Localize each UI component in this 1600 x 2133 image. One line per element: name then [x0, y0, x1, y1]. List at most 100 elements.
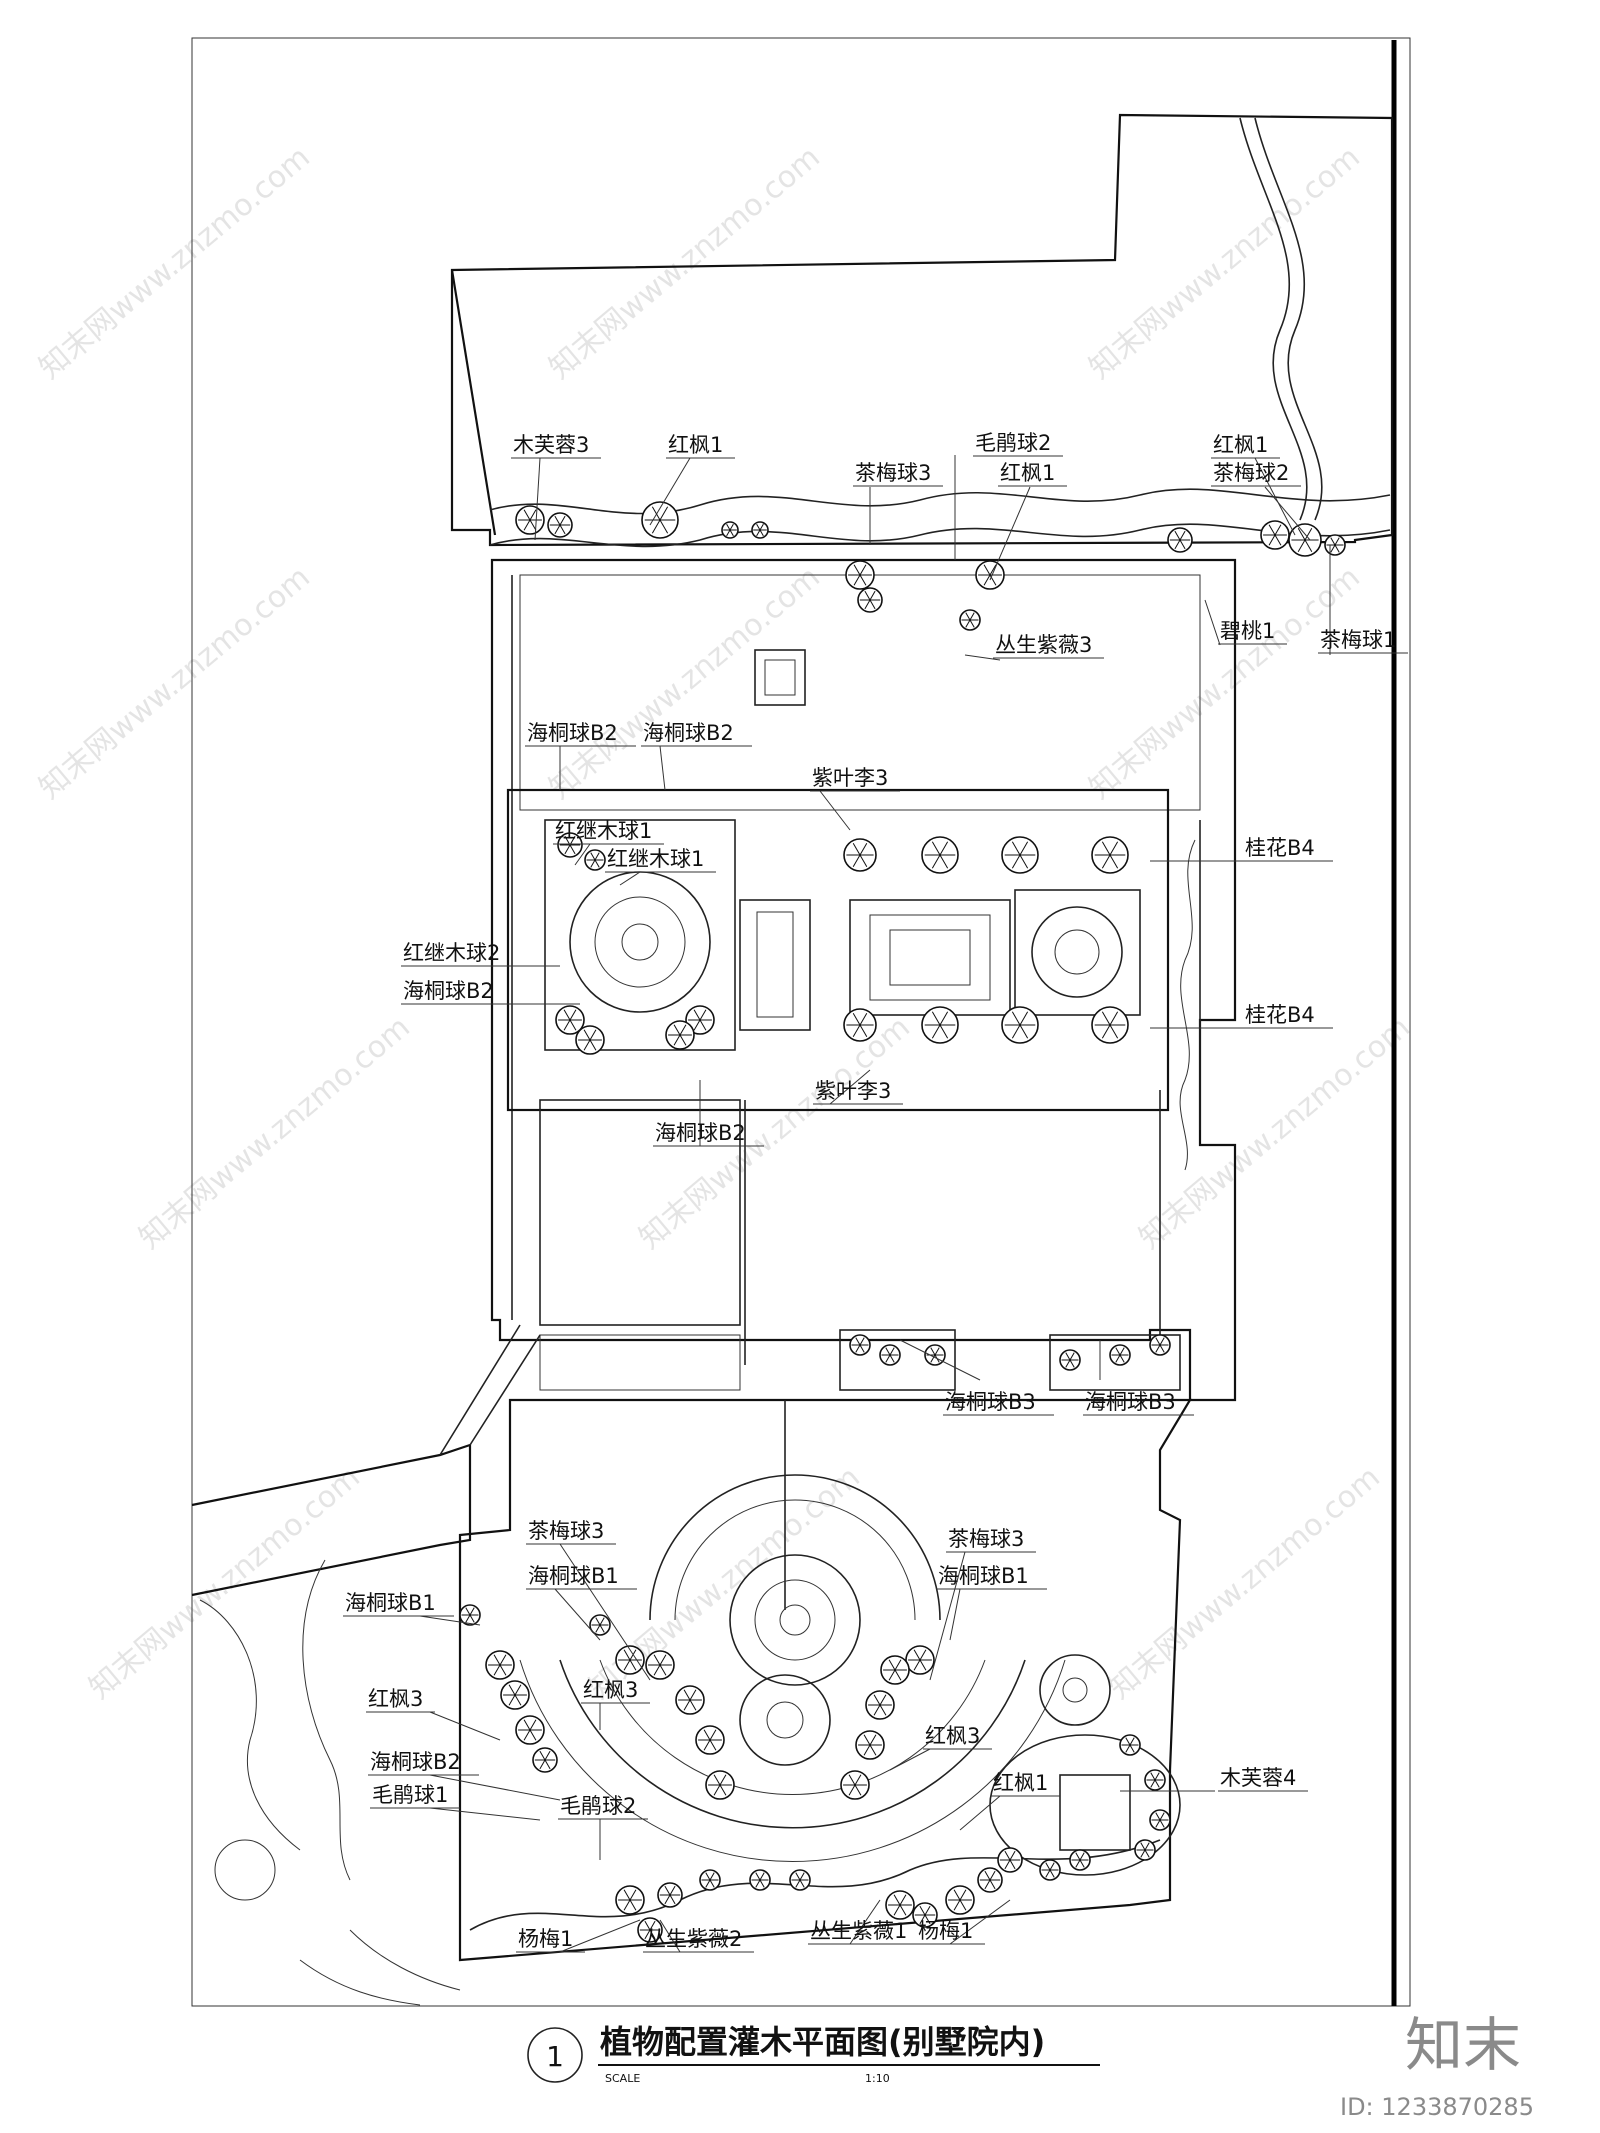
leader-line	[819, 790, 851, 831]
tree-symbol	[675, 1685, 705, 1715]
drawing-number: 1	[546, 2040, 564, 2073]
west-walkway	[439, 1324, 541, 1456]
scale-label: SCALE	[605, 2072, 640, 2085]
tree-symbol	[789, 1869, 811, 1891]
tree-symbol	[721, 521, 739, 539]
plant-label: 红枫1	[1213, 433, 1268, 457]
west-landscape-2	[199, 1599, 301, 1851]
tree-symbol	[1288, 523, 1322, 557]
west-fountain-inner	[621, 923, 659, 961]
plant-label: 红枫1	[668, 433, 723, 457]
tree-symbol	[975, 560, 1005, 590]
watermark-text: 知末网www.znzmo.com	[1103, 1460, 1387, 1706]
leader-line	[619, 871, 641, 886]
pavilion	[754, 649, 806, 706]
leader-line	[429, 1711, 501, 1741]
south-terrace-2	[539, 1334, 741, 1391]
gazebo	[1059, 1774, 1131, 1851]
leader-line	[429, 1774, 561, 1801]
south-wavy-border	[469, 1839, 1161, 1931]
tree-symbol	[555, 1005, 585, 1035]
west-garden	[544, 819, 736, 1051]
tree-symbol	[912, 1902, 938, 1928]
plant-label: 桂花B4	[1245, 836, 1315, 860]
planter-b3-left	[839, 1329, 956, 1391]
site-outline	[450, 113, 1394, 547]
reflecting-pool-frame	[739, 899, 811, 1031]
plant-label: 海桐球B1	[345, 1591, 436, 1615]
leader-line	[554, 1588, 601, 1641]
plant-label: 海桐球B3	[945, 1390, 1036, 1414]
leader-line	[1204, 599, 1221, 646]
tree-symbol	[515, 505, 545, 535]
leader-line	[964, 654, 1001, 661]
plaza-fountain-core	[779, 1604, 811, 1636]
plant-label: 海桐球B2	[643, 721, 734, 745]
tree-symbol	[905, 1645, 935, 1675]
leader-line	[1254, 457, 1296, 536]
tree-symbol	[843, 838, 877, 872]
tree-symbol	[879, 1344, 901, 1366]
south-garden-outline	[458, 1398, 1192, 1962]
east-wavy-bed	[1179, 839, 1196, 1171]
planter-b3-right	[1049, 1334, 1181, 1391]
leader-line	[419, 1615, 481, 1626]
plant-label: 杨梅1	[518, 1927, 573, 1951]
tree-symbol	[1324, 534, 1346, 556]
east-court	[1014, 889, 1141, 1016]
lower-fountain	[739, 1674, 831, 1766]
plant-label: 海桐球B2	[403, 979, 494, 1003]
tree-symbol	[584, 849, 606, 871]
tree-symbol	[637, 1917, 663, 1943]
leader-line	[949, 1588, 961, 1641]
tree-symbol	[657, 1882, 683, 1908]
leader-line	[899, 1339, 981, 1381]
plant-label: 红枫3	[925, 1724, 980, 1748]
tree-symbol	[880, 1655, 910, 1685]
plant-label: 茶梅球2	[1213, 461, 1289, 485]
leader-line	[949, 1899, 1011, 1945]
tree-symbol	[1039, 1859, 1061, 1881]
south-terrace	[539, 1099, 741, 1326]
tree-symbol	[557, 832, 583, 858]
tree-symbol	[575, 1025, 605, 1055]
plant-label: 茶梅球3	[948, 1527, 1024, 1551]
long-pool-inner	[889, 929, 971, 986]
drawing-title: 植物配置灌木平面图(别墅院内)	[600, 2023, 1045, 2061]
tree-symbol	[751, 521, 769, 539]
leader-line	[929, 1551, 966, 1681]
tree-symbol	[855, 1730, 885, 1760]
brand-id: ID: 1233870285	[1340, 2093, 1534, 2121]
crescent-bed-inner	[599, 1659, 986, 1796]
west-landscape-3	[299, 1929, 461, 2006]
leader-line	[649, 457, 691, 526]
long-pool-outer	[849, 899, 1011, 1016]
leader-line	[829, 1069, 871, 1105]
tree-symbol	[1167, 527, 1193, 553]
leader-line	[889, 1748, 931, 1771]
plant-label: 红继木球1	[555, 819, 652, 843]
leader-line	[429, 1807, 541, 1821]
tree-symbol	[615, 1645, 645, 1675]
lower-fountain-inner	[766, 1701, 804, 1739]
leader-line	[559, 1919, 641, 1953]
plant-label: 红枫3	[368, 1687, 423, 1711]
central-courtyard	[506, 788, 1170, 1112]
watermark-text: 知末网www.znzmo.com	[33, 560, 317, 806]
plant-label: 毛鹃球2	[975, 431, 1051, 455]
tree-symbol	[1119, 1734, 1141, 1756]
leader-line	[659, 1919, 681, 1953]
crescent-bed-outer	[559, 1659, 1026, 1829]
tree-symbol	[885, 1890, 915, 1920]
tree-symbol	[959, 609, 981, 631]
west-road	[191, 1443, 472, 1597]
plant-label: 茶梅球3	[528, 1519, 604, 1543]
tree-symbol	[924, 1344, 946, 1366]
north-curved-path	[1239, 117, 1308, 521]
tree-symbol	[865, 1690, 895, 1720]
tree-symbol	[532, 1747, 558, 1773]
plant-label: 海桐球B2	[370, 1750, 461, 1774]
plant-label: 丛生紫薇2	[645, 1927, 742, 1951]
drawing-number-circle	[527, 2027, 583, 2083]
